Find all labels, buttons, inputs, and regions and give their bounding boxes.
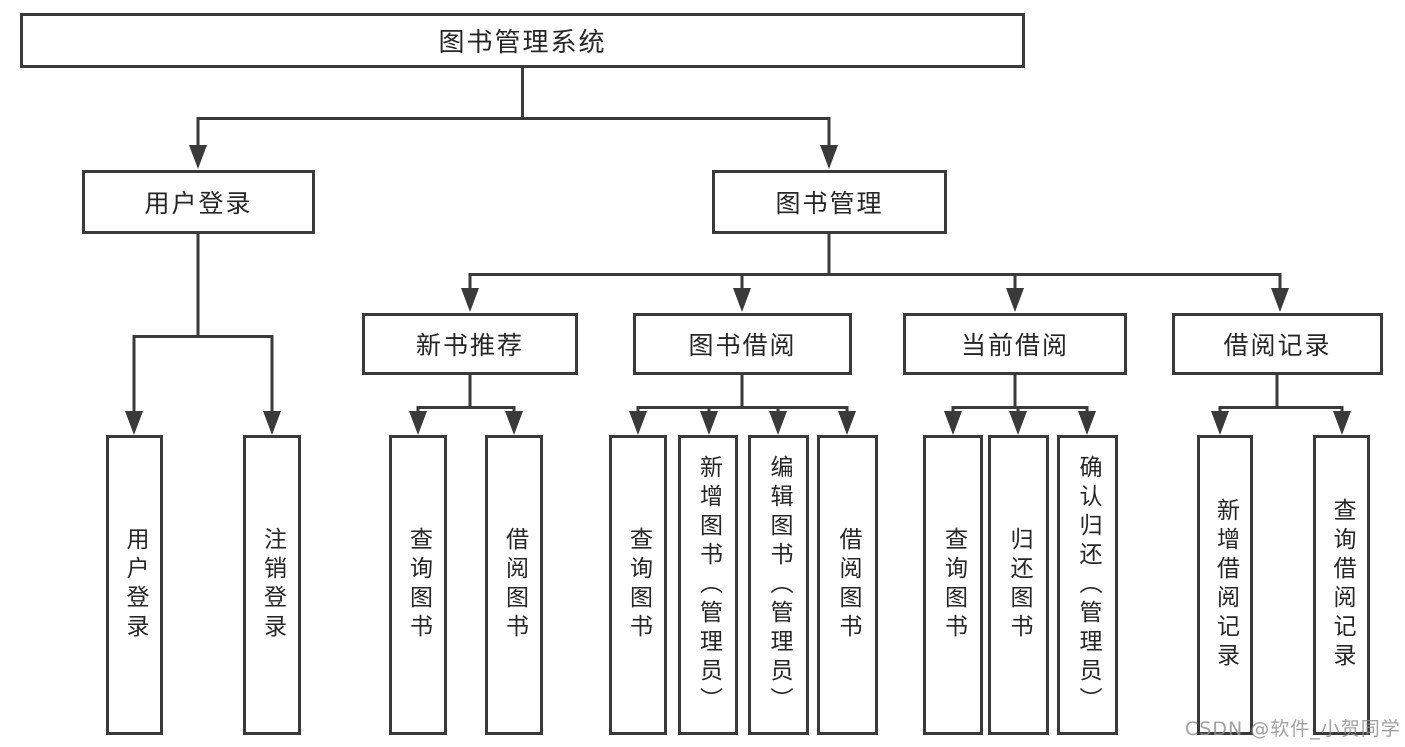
- arrow-down-icon: [820, 145, 838, 169]
- node-query-books-current: 查询图书: [923, 435, 983, 735]
- node-new-book-recommend: 新书推荐: [362, 313, 578, 375]
- arrow-down-icon: [1271, 288, 1289, 312]
- node-edit-books-admin: 编辑图书（管理员）: [748, 435, 809, 735]
- arrow-down-icon: [263, 411, 281, 435]
- node-query-books-borrowing: 查询图书: [609, 435, 667, 735]
- node-logout-leaf: 注销登录: [243, 435, 301, 735]
- node-user-login-leaf: 用户登录: [106, 435, 163, 735]
- node-book-borrowing: 图书借阅: [633, 313, 852, 375]
- arrow-down-icon: [769, 411, 787, 435]
- arrow-down-icon: [1078, 411, 1096, 435]
- arrow-down-icon: [629, 411, 647, 435]
- node-add-books-admin: 新增图书（管理员）: [678, 435, 738, 735]
- arrow-down-icon: [838, 411, 856, 435]
- arrow-down-icon: [125, 411, 143, 435]
- node-user-login: 用户登录: [82, 170, 315, 234]
- node-book-management: 图书管理: [712, 170, 947, 234]
- arrow-down-icon: [1006, 288, 1024, 312]
- node-query-borrow-record: 查询借阅记录: [1313, 435, 1370, 735]
- node-confirm-return-admin: 确认归还（管理员）: [1057, 435, 1118, 735]
- node-current-borrowing: 当前借阅: [903, 313, 1127, 375]
- node-borrowing-records: 借阅记录: [1172, 313, 1383, 375]
- arrow-down-icon: [733, 288, 751, 312]
- node-borrow-books-recommend: 借阅图书: [485, 435, 543, 735]
- arrow-down-icon: [1333, 411, 1351, 435]
- node-query-books-recommend: 查询图书: [389, 435, 447, 735]
- node-add-borrow-record: 新增借阅记录: [1197, 435, 1253, 735]
- node-borrow-books-borrowing: 借阅图书: [817, 435, 878, 735]
- arrow-down-icon: [461, 288, 479, 312]
- arrow-down-icon: [505, 411, 523, 435]
- arrow-down-icon: [700, 411, 718, 435]
- arrow-down-icon: [409, 411, 427, 435]
- csdn-watermark: CSDN @软件_小贺同学: [1185, 718, 1401, 740]
- arrow-down-icon: [944, 411, 962, 435]
- arrow-down-icon: [1009, 411, 1027, 435]
- arrow-down-icon: [189, 145, 207, 169]
- arrowheads: [125, 145, 1351, 435]
- arrow-down-icon: [1211, 411, 1229, 435]
- node-root-library-management-system: 图书管理系统: [20, 13, 1025, 68]
- node-return-books: 归还图书: [988, 435, 1049, 735]
